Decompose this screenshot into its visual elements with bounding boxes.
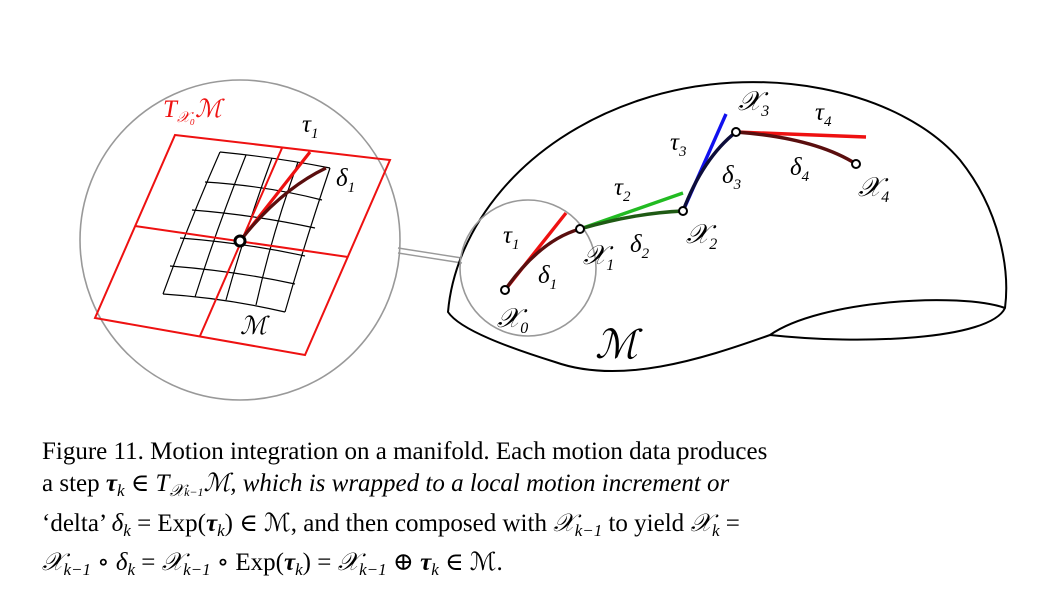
point-x0 [500,285,510,295]
delta3-curve [681,130,738,212]
delta1-curve [503,227,581,291]
zoom-connector-line [397,247,463,259]
caption-line-4: 𝒳k−1 ∘ δk = 𝒳k−1 ∘ Exp(τk) = 𝒳k−1 ⊕ τk ∈… [42,549,503,579]
label-tau4: τ4 [815,99,832,130]
zoom-delta1-label: δ1 [336,165,355,196]
label-tau3: τ3 [670,129,686,160]
zoom-manifold-label: ℳ [240,313,270,340]
trajectory-points [500,127,861,295]
point-x4 [851,159,861,169]
point-x2 [678,206,688,216]
label-x2: 𝒳2 [686,219,717,253]
manifold-figure: T𝒳₀ℳ τ1 δ1 ℳ 𝒳0 𝒳1 𝒳2 𝒳3 𝒳4 τ1 [79,79,1008,401]
trajectory [503,113,867,292]
label-delta2: δ2 [630,231,650,262]
manifold-surface [446,81,1008,372]
small-zoom-circle [459,199,597,337]
zoom-inset: T𝒳₀ℳ τ1 δ1 ℳ [79,79,463,401]
label-delta4: δ4 [790,154,810,185]
delta4-curve [735,130,857,166]
zoom-delta1-curve [238,166,327,242]
zoom-origin-point [233,234,247,248]
main-manifold-label: ℳ [595,322,643,367]
caption-line-2: a step τk ∈ T𝒳k−1ℳ, which is wrapped to … [42,470,730,500]
label-delta1: δ1 [538,262,557,293]
label-x3: 𝒳3 [738,86,769,120]
label-x1: 𝒳1 [583,240,614,274]
label-x4: 𝒳4 [858,172,889,206]
zoom-connector-line [397,252,463,264]
label-delta3: δ3 [722,162,741,193]
point-x3 [731,127,741,137]
point-x1 [575,224,585,234]
manifold-rim [769,299,1006,336]
manifold-outline [446,81,1008,372]
zoom-tau1-label: τ1 [302,111,318,142]
delta2-curve [579,209,684,231]
label-tau2: τ2 [614,174,631,205]
caption-line-3: ‘delta’ δk = Exp(τk) ∈ ℳ, and then compo… [42,510,740,540]
figure-caption: Figure 11. Motion integration on a manif… [42,436,1027,586]
caption-line-1: Figure 11. Motion integration on a manif… [42,438,768,465]
zoom-tangent-label: T𝒳₀ℳ [163,96,225,126]
label-tau1: τ1 [503,222,519,253]
label-x0: 𝒳0 [497,303,528,337]
zoom-circle [79,79,401,401]
